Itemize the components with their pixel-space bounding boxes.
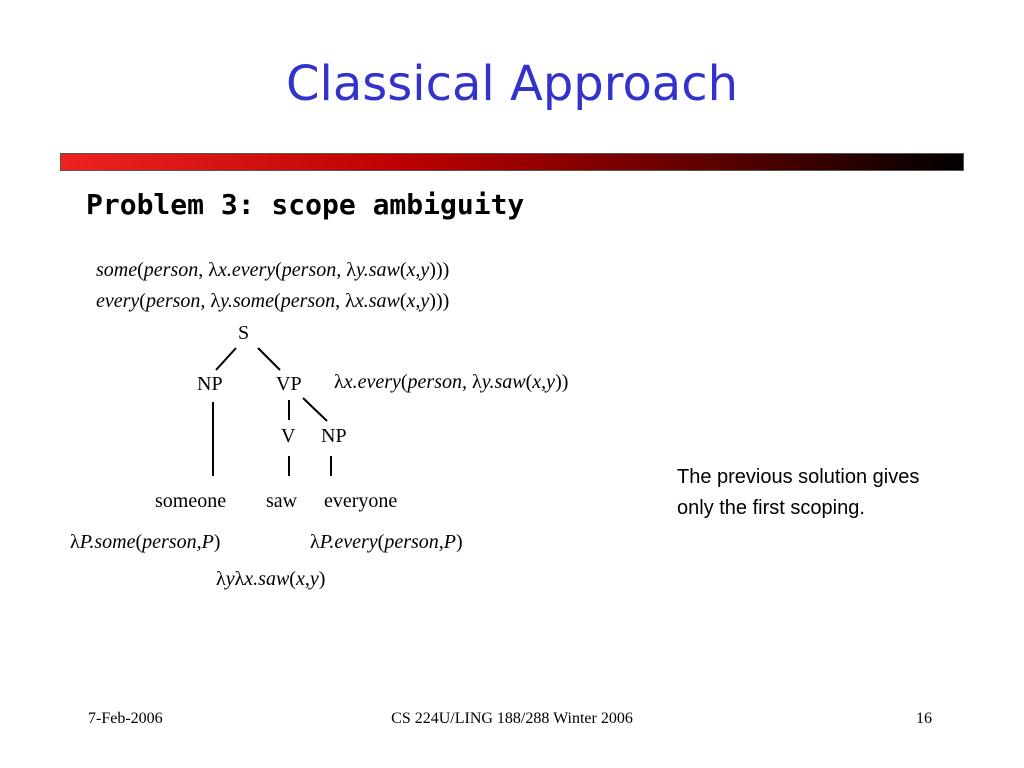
formula-token: x (295, 568, 305, 590)
saw-semantics: λyλx.saw(x,y) (216, 568, 325, 591)
formula-token: λ (310, 531, 320, 553)
footer-date: 7-Feb-2006 (88, 710, 163, 727)
tree-node-vp: VP (276, 373, 302, 395)
problem-heading: Problem 3: scope ambiguity (86, 188, 525, 221)
formula-token: x (532, 371, 542, 393)
formula-token: person,P (384, 531, 456, 553)
formula-token: y.some (220, 290, 275, 312)
formula-token: ( (275, 259, 282, 281)
vp-semantics: λx.every(person, λy.saw(x,y)) (334, 371, 568, 394)
formula-token: y.saw (355, 259, 400, 281)
formula-token: λ (216, 568, 226, 590)
footer-course: CS 224U/LING 188/288 Winter 2006 (391, 710, 633, 727)
title-divider-bar (60, 153, 964, 171)
formula-token: x.saw (354, 290, 400, 312)
formula-token: every (96, 290, 140, 312)
formula-token: person, (281, 259, 342, 281)
formula-token: x,y (406, 259, 430, 281)
formula-token: ( (139, 290, 146, 312)
formula-token: person (280, 290, 336, 312)
formula-token: P.some (79, 531, 136, 553)
formula-token: ( (525, 371, 533, 393)
formula-token: y (225, 568, 235, 590)
formula-token: λ (341, 259, 356, 281)
tree-leaf-everyone: everyone (324, 490, 398, 512)
side-note: The previous solution gives only the fir… (677, 466, 920, 519)
formula-token: , λ (335, 290, 355, 312)
footer-page-number: 16 (916, 710, 932, 727)
formula-token: y (546, 371, 556, 393)
formula-token: ( (274, 290, 281, 312)
formula-token: ))) (429, 259, 450, 281)
formula-token: y.saw (481, 371, 526, 393)
formula-token: ( (289, 568, 296, 590)
formula-token: person, (407, 371, 467, 393)
edge-s-vp (257, 347, 281, 371)
formula-token: ( (399, 259, 407, 281)
edge-vp-np (302, 397, 328, 422)
everyone-semantics: λP.every(person,P) (310, 531, 463, 554)
tree-node-np-object: NP (321, 425, 347, 447)
formula-token: ) (318, 568, 326, 590)
formula-token: ( (399, 290, 407, 312)
tree-node-v: V (281, 425, 296, 447)
edge-s-np (215, 347, 237, 371)
formula-token: λ (234, 568, 245, 590)
formula-token: ) (213, 531, 221, 553)
formula-token: λ (467, 371, 482, 393)
formula-token: x.saw (244, 568, 290, 590)
formula-token: y (309, 568, 319, 590)
formula-token: person (143, 259, 199, 281)
formula-token: , λ (198, 259, 218, 281)
formula-token: x.every (343, 371, 401, 393)
formula-token: P.every (319, 531, 378, 553)
formula-token: person,P (142, 531, 214, 553)
formula-token: ))) (429, 290, 450, 312)
formula-token: ( (400, 371, 408, 393)
tree-node-s: S (238, 322, 250, 344)
tree-leaf-saw: saw (266, 490, 298, 512)
formula-token: λ (205, 290, 221, 312)
formula-token: x,y (406, 290, 430, 312)
reading-1-formula: some(person, λx.every(person, λy.saw(x,y… (96, 259, 449, 282)
tree-node-np: NP (197, 373, 223, 395)
slide-title: Classical Approach (285, 56, 739, 112)
formula-token: ( (137, 259, 144, 281)
formula-token: some (96, 259, 138, 281)
formula-token: person, (145, 290, 206, 312)
formula-token: λ (334, 371, 344, 393)
someone-semantics: λP.some(person,P) (70, 531, 220, 554)
formula-token: ) (455, 531, 463, 553)
formula-token: ( (135, 531, 143, 553)
formula-token: x.every (217, 259, 276, 281)
reading-2-formula: every(person, λy.some(person, λx.saw(x,y… (96, 290, 449, 313)
formula-token: ( (377, 531, 385, 553)
formula-token: )) (555, 371, 569, 393)
tree-leaf-someone: someone (155, 490, 227, 512)
formula-token: , (541, 371, 547, 393)
formula-token: λ (70, 531, 80, 553)
formula-token: , (304, 568, 310, 590)
